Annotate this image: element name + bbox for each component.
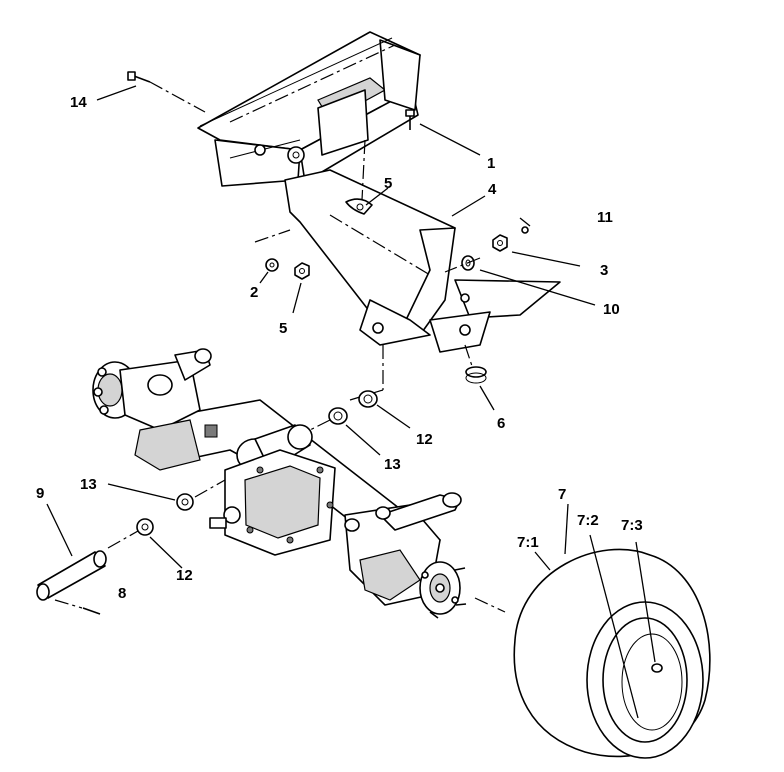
nut-3: [492, 234, 508, 252]
callout-7: 7: [558, 486, 566, 503]
washer-2: [265, 258, 279, 272]
spring-clip-6: [465, 366, 487, 384]
callout-7-1: 7:1: [517, 534, 539, 551]
transaxle-assembly: [92, 348, 467, 619]
bolt-14: [127, 71, 151, 83]
callout-7-2: 7:2: [577, 512, 599, 529]
cotter-pin-8: [82, 607, 101, 615]
pivot-pin-9: [36, 550, 107, 601]
callout-3: 3: [600, 262, 608, 279]
callout-12-upper: 12: [416, 431, 433, 448]
callout-13-lower: 13: [80, 476, 97, 493]
callout-5-lower: 5: [279, 320, 287, 337]
washer-12-upper: [358, 390, 378, 408]
callout-6: 6: [497, 415, 505, 432]
leader-lines: [46, 85, 656, 719]
callout-2: 2: [250, 284, 258, 301]
callout-5-upper: 5: [384, 175, 392, 192]
frame-housing: [197, 31, 421, 187]
washer-13-lower: [176, 493, 194, 511]
callout-14: 14: [70, 94, 87, 111]
callout-12-lower: 12: [176, 567, 193, 584]
callout-9: 9: [36, 485, 44, 502]
callout-11: 11: [597, 209, 613, 226]
callout-7-3: 7:3: [621, 517, 643, 534]
callout-4: 4: [488, 181, 497, 198]
bolt-11: [521, 226, 529, 234]
bolt-1: [405, 109, 415, 130]
nut-5: [294, 262, 310, 280]
callout-1: 1: [487, 155, 495, 172]
wheel-assembly-7: [513, 548, 711, 759]
mounting-bracket-4: [284, 139, 561, 353]
washer-12-lower: [136, 518, 154, 536]
callout-8: 8: [118, 585, 126, 602]
callout-10: 10: [603, 301, 620, 318]
washer-13-upper: [328, 407, 348, 425]
callout-13-upper: 13: [384, 456, 401, 473]
